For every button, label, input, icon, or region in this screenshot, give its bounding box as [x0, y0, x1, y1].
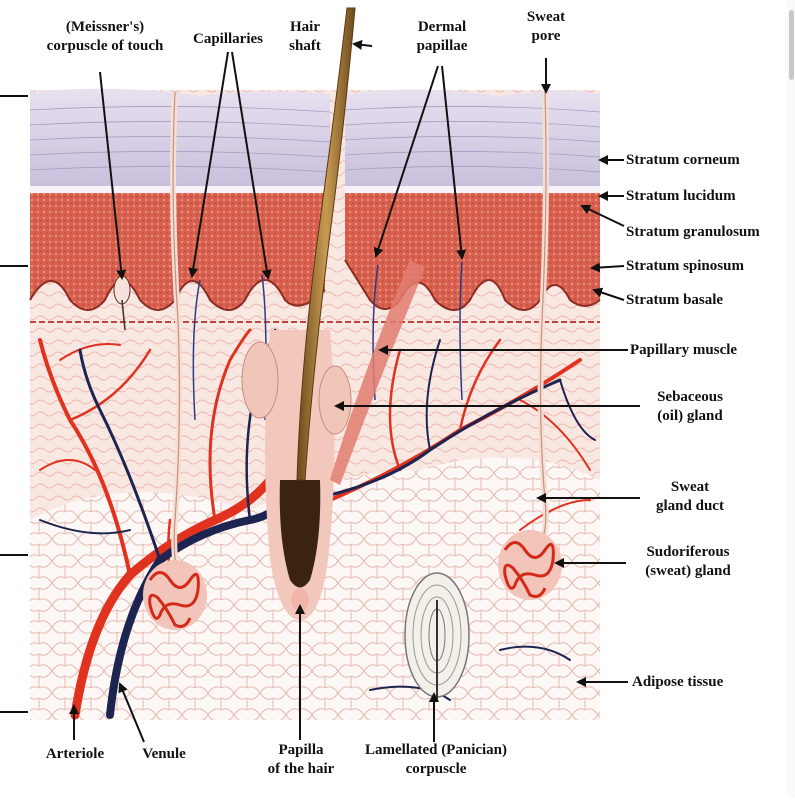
label-stratum-granulosum: Stratum granulosum — [626, 223, 760, 242]
sweat-gland-left — [143, 560, 207, 630]
stratum-lucidum-left — [30, 186, 330, 193]
label-sudoriferous-gland: Sudoriferous (sweat) gland — [628, 543, 748, 581]
label-hair-shaft: Hair shaft — [280, 18, 330, 56]
vertical-scrollbar[interactable] — [787, 0, 795, 798]
label-dermal-papillae: Dermal papillae — [404, 18, 480, 56]
label-meissner-corpuscle: (Meissner's) corpuscle of touch — [30, 18, 180, 56]
label-stratum-spinosum: Stratum spinosum — [626, 257, 744, 276]
scrollbar-thumb[interactable] — [789, 10, 794, 80]
sweat-gland-right — [498, 530, 562, 600]
label-papilla-of-hair: Papilla of the hair — [255, 741, 347, 779]
sebaceous-gland — [319, 366, 351, 434]
label-venule: Venule — [126, 745, 202, 764]
label-capillaries: Capillaries — [182, 30, 274, 49]
label-sebaceous-gland: Sebaceous (oil) gland — [640, 388, 740, 426]
label-lamellated-corpuscle: Lamellated (Panician) corpuscle — [352, 741, 520, 779]
layer-ticks — [0, 96, 28, 712]
stratum-lucidum-right — [345, 186, 600, 193]
label-arteriole: Arteriole — [30, 745, 120, 764]
label-sweat-pore: Sweat pore — [516, 8, 576, 46]
meissner-corpuscle — [114, 276, 130, 304]
label-stratum-corneum: Stratum corneum — [626, 151, 740, 170]
label-stratum-lucidum: Stratum lucidum — [626, 187, 736, 206]
label-papillary-muscle: Papillary muscle — [630, 341, 737, 360]
label-sweat-gland-duct: Sweat gland duct — [642, 478, 738, 516]
label-adipose-tissue: Adipose tissue — [632, 673, 723, 692]
label-stratum-basale: Stratum basale — [626, 291, 723, 310]
